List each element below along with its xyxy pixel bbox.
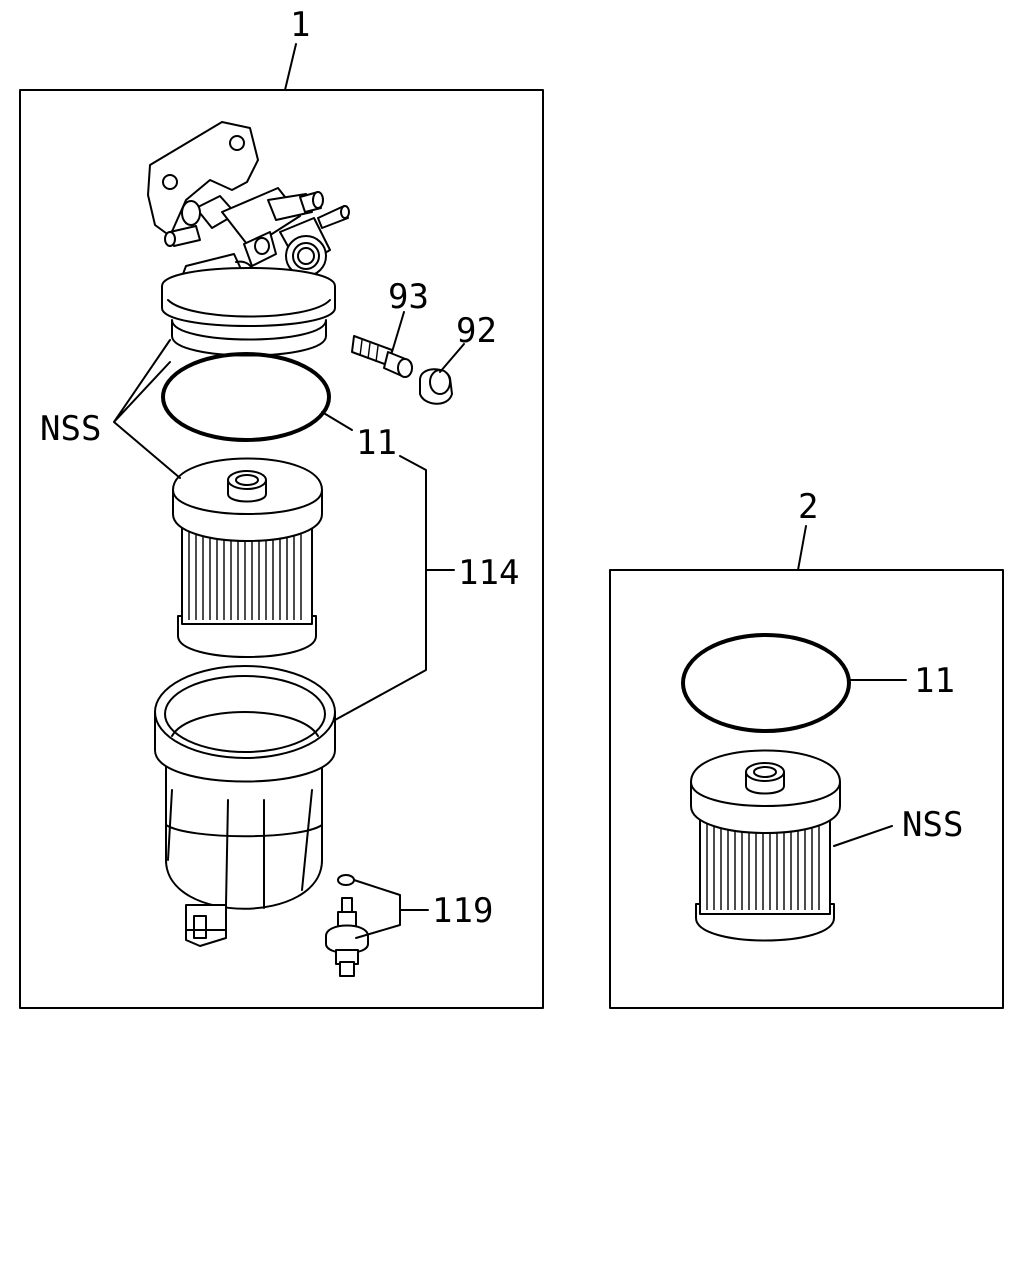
callout-nss-a1: NSS xyxy=(40,409,101,449)
assembly-1-number: 1 xyxy=(290,5,310,45)
filter-element-a2 xyxy=(690,749,841,942)
assembly-1-frame xyxy=(19,89,544,1009)
o-ring-11-a1 xyxy=(161,352,331,442)
callout-11-a2: 11 xyxy=(914,661,955,701)
callout-nss-a2: NSS xyxy=(902,805,963,845)
drain-sensor-119 xyxy=(325,874,369,977)
sensor-kit-119-leader xyxy=(353,879,429,939)
cap-92-leader xyxy=(439,343,465,373)
fitting-93-leader xyxy=(391,311,405,353)
cap-92 xyxy=(419,368,453,405)
nss-leader-a2 xyxy=(833,825,893,847)
assembly-2-leader xyxy=(797,525,807,571)
assembly-2-group: 2 11 NSS xyxy=(609,487,1004,1009)
assembly-2-number: 2 xyxy=(798,487,818,527)
assembly-1-group: 1 xyxy=(19,5,544,1009)
filter-element-a1 xyxy=(172,457,323,658)
filter-head xyxy=(147,121,350,357)
nss-leader-a1 xyxy=(113,339,181,479)
o-ring-11-leader-a1 xyxy=(321,411,353,431)
bowl-kit-114-leader xyxy=(334,455,455,721)
callout-119: 119 xyxy=(432,891,493,931)
assembly-1-leader xyxy=(284,43,297,91)
fitting-93 xyxy=(351,335,413,378)
assembly-2-frame xyxy=(609,569,1004,1009)
filter-bowl-114 xyxy=(154,665,336,947)
callout-114: 114 xyxy=(458,553,519,593)
callout-92: 92 xyxy=(456,311,497,351)
callout-93: 93 xyxy=(388,277,429,317)
callout-11-a1: 11 xyxy=(356,423,397,463)
o-ring-11-a2 xyxy=(681,633,851,733)
